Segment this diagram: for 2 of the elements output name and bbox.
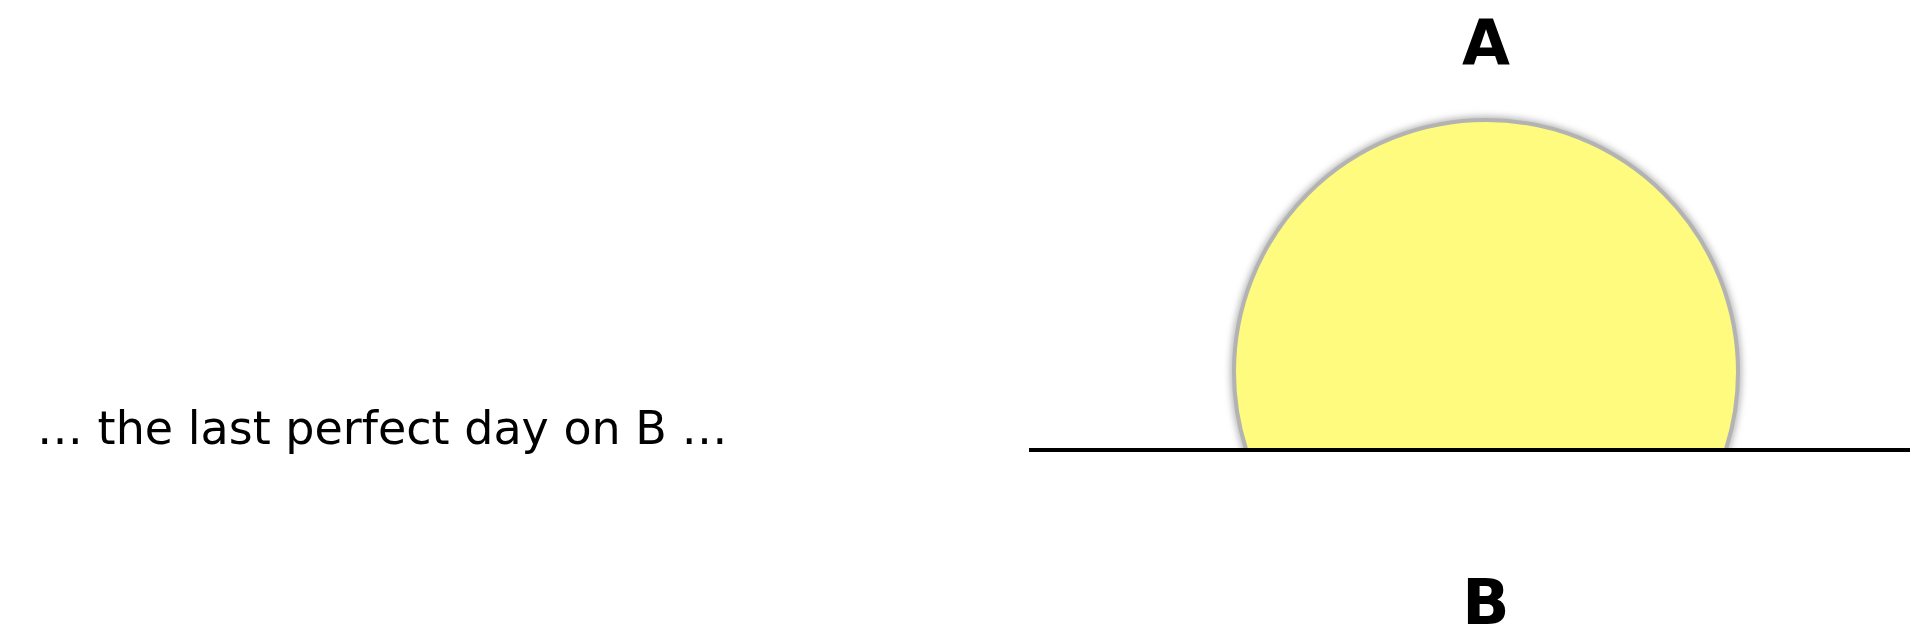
point-label: A [1462, 12, 1510, 74]
point-label: B [1462, 572, 1510, 634]
